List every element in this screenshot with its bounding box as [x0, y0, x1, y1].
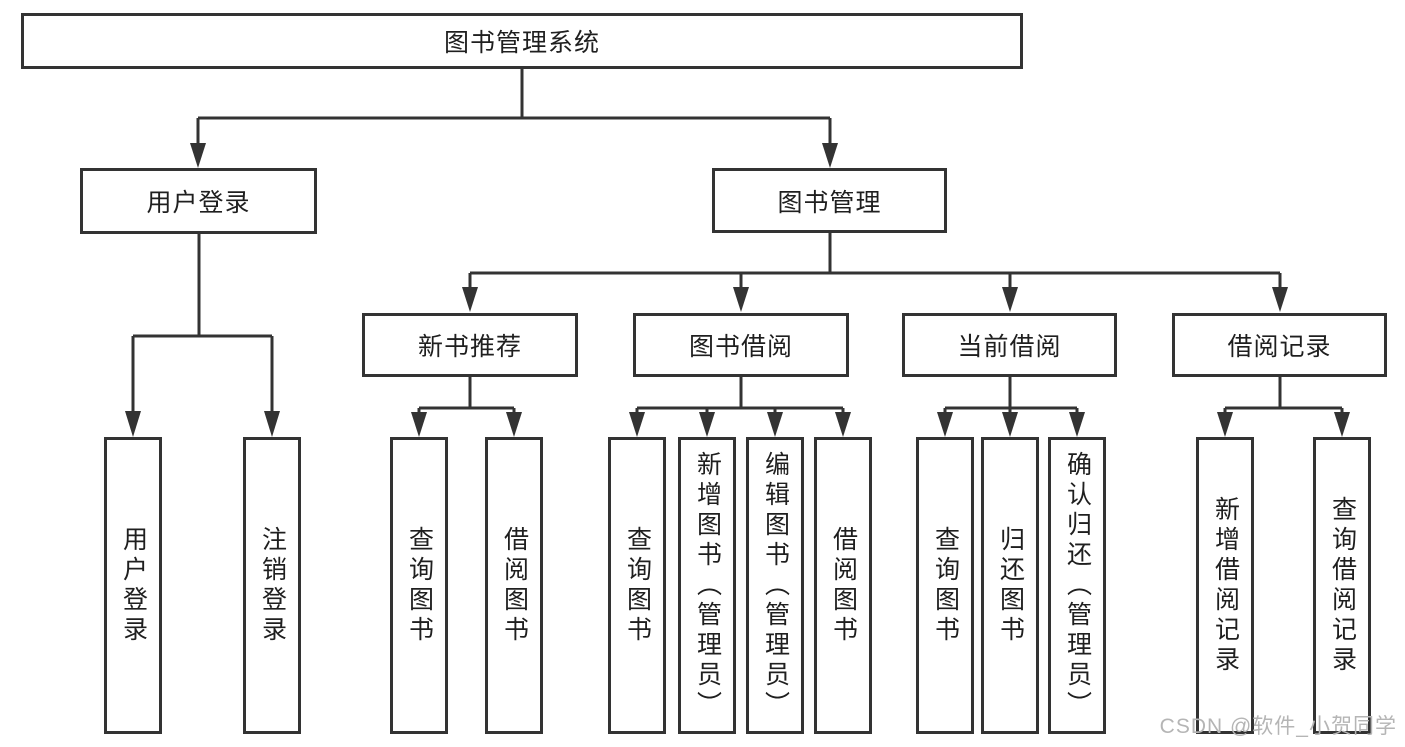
connector-root-to-level2	[190, 69, 838, 168]
leaf-user-login: 用户登录	[104, 437, 162, 734]
leaf-borrowing-add-book: 新增图书（管理员）	[678, 437, 736, 734]
connector-book-borrowing-to-leaves	[629, 377, 851, 437]
node-current-borrowing: 当前借阅	[902, 313, 1117, 377]
leaf-records-add-record: 新增借阅记录	[1196, 437, 1254, 734]
watermark: CSDN @软件_小贺同学	[1159, 715, 1397, 738]
connector-book-management-to-level3	[462, 233, 1288, 312]
node-borrowing-records: 借阅记录	[1172, 313, 1387, 377]
leaf-recommend-borrow-book: 借阅图书	[485, 437, 543, 734]
leaf-current-confirm-return: 确认归还（管理员）	[1048, 437, 1106, 734]
node-book-borrowing: 图书借阅	[633, 313, 849, 377]
leaf-logout: 注销登录	[243, 437, 301, 734]
connector-borrowing-records-to-leaves	[1217, 377, 1350, 437]
leaf-borrowing-edit-book: 编辑图书（管理员）	[746, 437, 804, 734]
leaf-borrowing-borrow-book: 借阅图书	[814, 437, 872, 734]
leaf-current-return-book: 归还图书	[981, 437, 1039, 734]
leaf-recommend-query-book: 查询图书	[390, 437, 448, 734]
connector-user-login-to-leaves	[125, 234, 280, 437]
node-new-book-recommend: 新书推荐	[362, 313, 578, 377]
leaf-records-query-record: 查询借阅记录	[1313, 437, 1371, 734]
node-root-system: 图书管理系统	[21, 13, 1023, 69]
connector-current-borrowing-to-leaves	[937, 377, 1085, 437]
node-book-management: 图书管理	[712, 168, 947, 233]
leaf-borrowing-query-book: 查询图书	[608, 437, 666, 734]
connector-new-book-recommend-to-leaves	[411, 377, 522, 437]
node-user-login: 用户登录	[80, 168, 317, 234]
leaf-current-query-book: 查询图书	[916, 437, 974, 734]
